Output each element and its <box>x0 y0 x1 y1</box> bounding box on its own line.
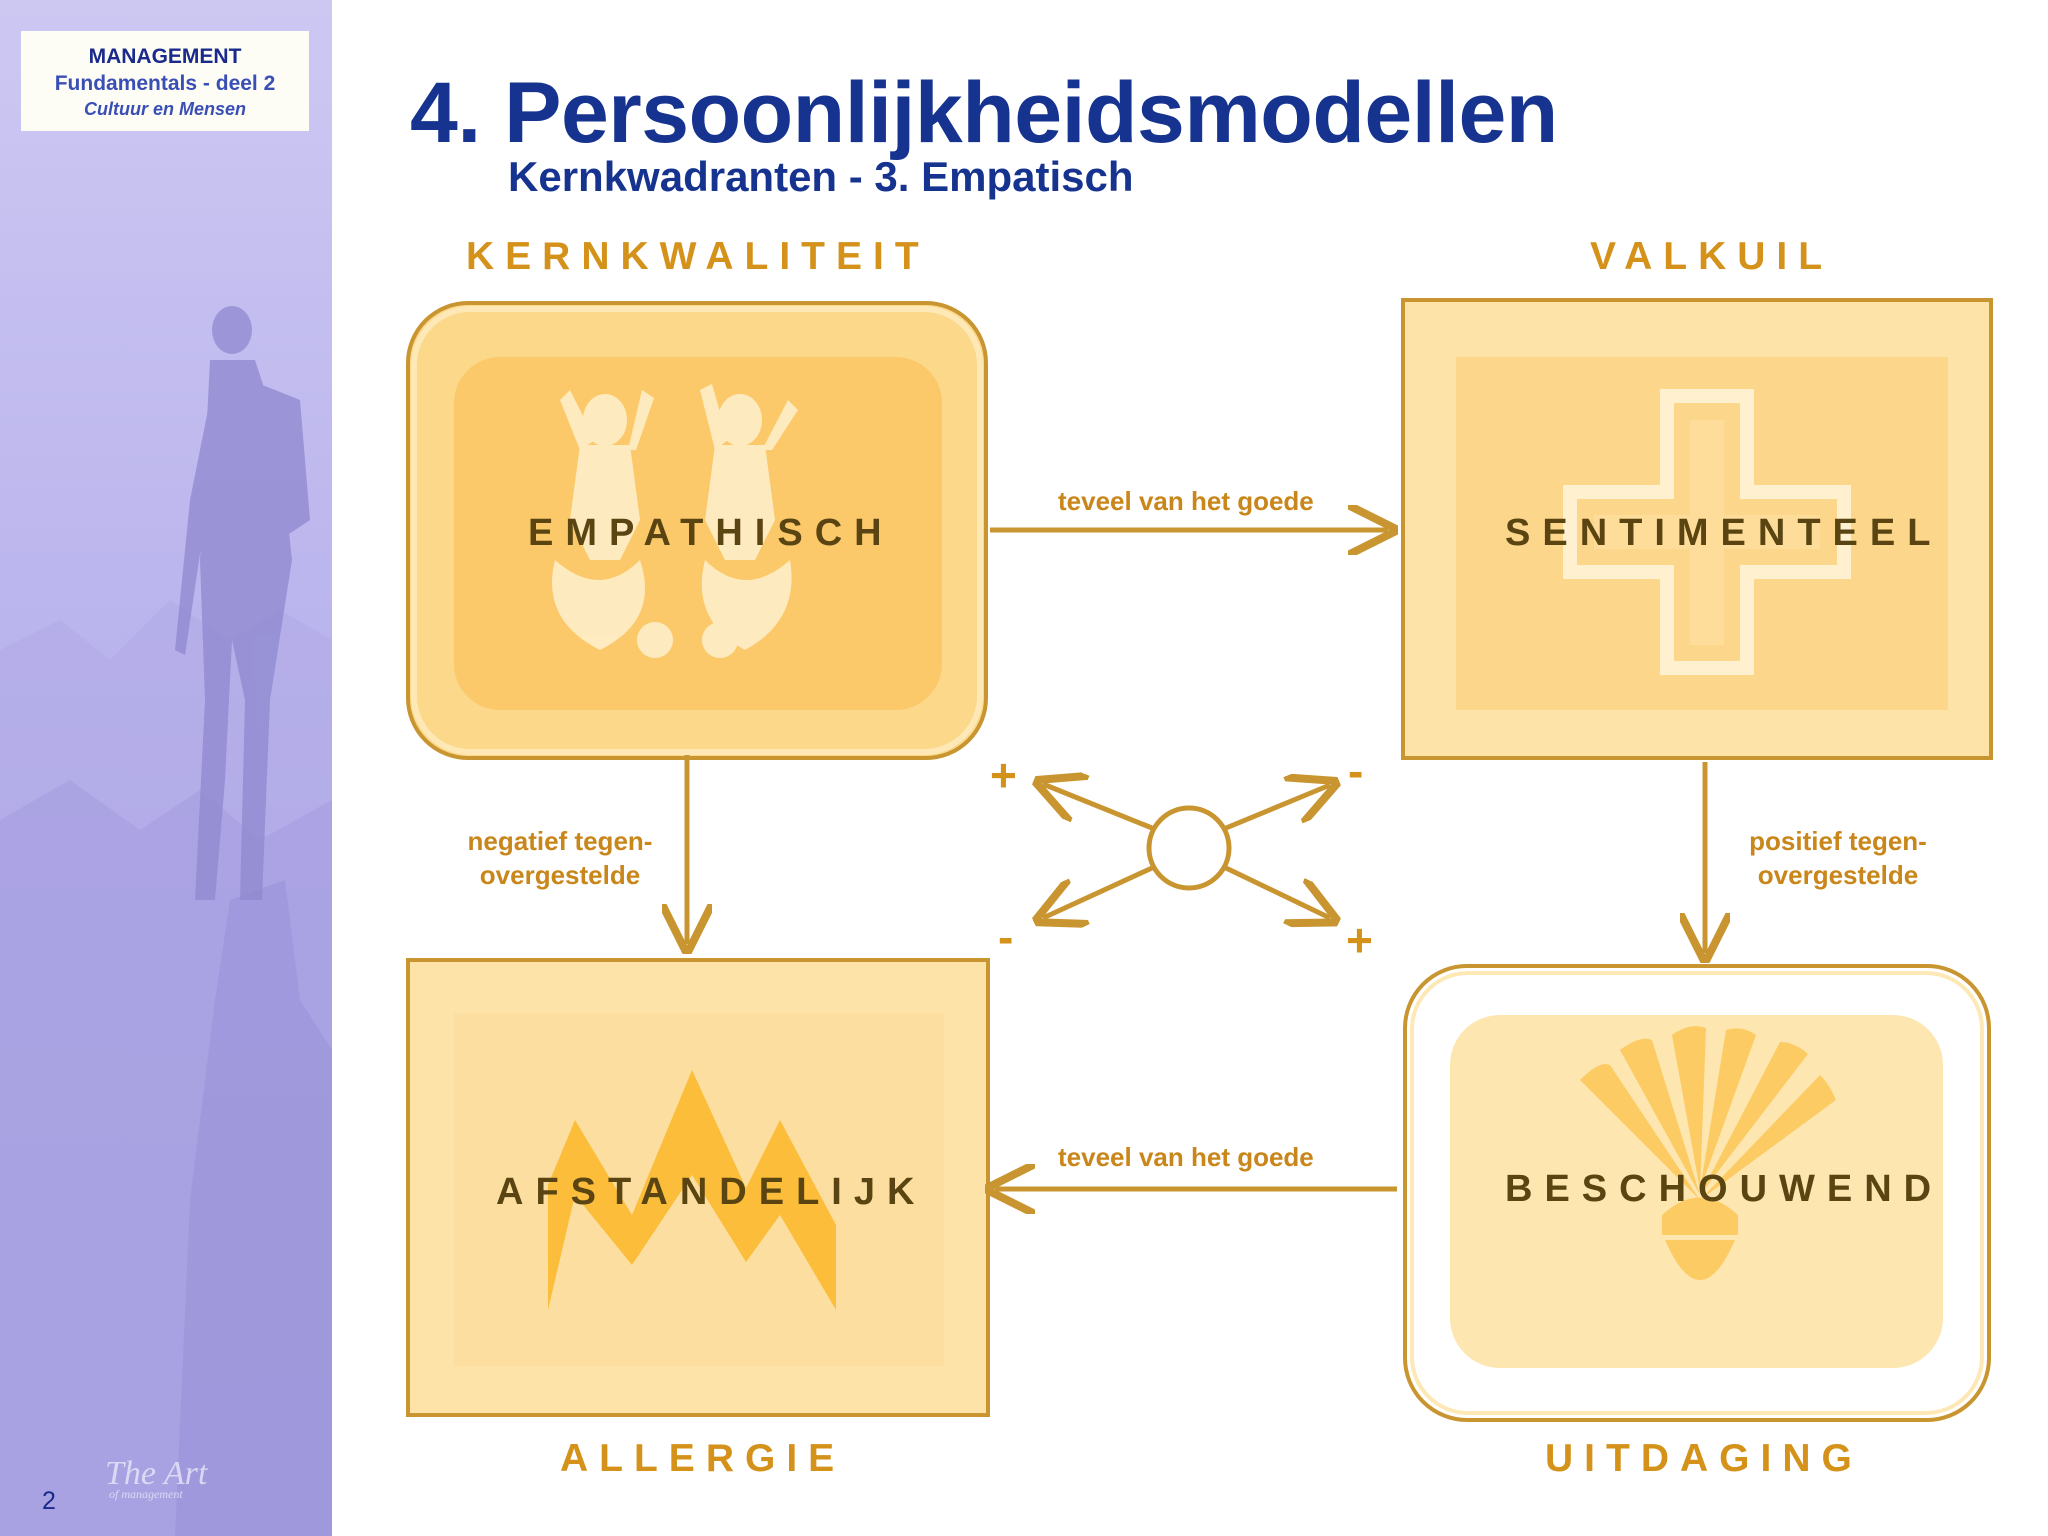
label-left-line2: overgestelde <box>479 860 641 890</box>
value-valkuil: SENTIMENTEEL <box>1505 512 1943 554</box>
sign-top-right: - <box>1348 745 1364 797</box>
page-number: 2 <box>42 1487 56 1515</box>
cross-icon <box>1563 389 1851 675</box>
label-right-line1: positief tegen- <box>1749 826 1927 856</box>
heading-kernkwaliteit: KERNKWALITEIT <box>466 235 930 278</box>
label-bottom-relation: teveel van het goede <box>1058 1142 1314 1172</box>
logo-tagline: of management <box>109 1487 183 1501</box>
mountain-peaks-icon <box>548 1070 836 1310</box>
center-cross-diagram <box>1043 784 1330 918</box>
uitdaging-box <box>1403 964 1991 1422</box>
sign-bottom-right: + <box>1346 914 1373 966</box>
label-left-line1: negatief tegen- <box>467 826 653 856</box>
logo-text: The Art <box>105 1455 208 1492</box>
badge-title: MANAGEMENT <box>88 45 242 68</box>
center-circle <box>1146 805 1232 891</box>
page-subtitle: Kernkwadranten - 3. Empatisch <box>508 153 1134 200</box>
kernkwaliteit-box <box>406 301 988 760</box>
allergie-box <box>406 958 990 1417</box>
mountain-climber-illustration <box>0 306 332 1536</box>
heading-uitdaging: UITDAGING <box>1545 1437 1863 1480</box>
label-top-relation: teveel van het goede <box>1058 486 1314 516</box>
logo: The Art of management <box>105 1455 207 1502</box>
valkuil-box <box>1401 298 1993 760</box>
sidebar: MANAGEMENT Fundamentals - deel 2 Cultuur… <box>0 0 332 1536</box>
label-right-line2: overgestelde <box>1757 860 1919 890</box>
label-left-relation: negatief tegen- overgestelde <box>440 824 680 892</box>
heading-valkuil: VALKUIL <box>1590 235 1834 278</box>
label-right-relation: positief tegen- overgestelde <box>1718 824 1958 892</box>
dancing-figures-icon <box>552 384 798 658</box>
value-uitdaging: BESCHOUWEND <box>1505 1168 1944 1210</box>
badge-subtitle: Fundamentals - deel 2 <box>54 72 276 95</box>
value-allergie: AFSTANDELIJK <box>496 1171 927 1213</box>
heading-allergie: ALLERGIE <box>560 1437 846 1480</box>
page-title: 4. Persoonlijkheidsmodellen <box>410 65 1558 161</box>
value-kernkwaliteit: EMPATHISCH <box>528 512 894 554</box>
sign-top-left: + <box>990 749 1017 801</box>
sign-bottom-left: - <box>998 911 1014 963</box>
course-badge: MANAGEMENT Fundamentals - deel 2 Cultuur… <box>21 31 309 131</box>
shell-icon <box>1580 1026 1836 1280</box>
badge-topic: Cultuur en Mensen <box>83 99 246 119</box>
